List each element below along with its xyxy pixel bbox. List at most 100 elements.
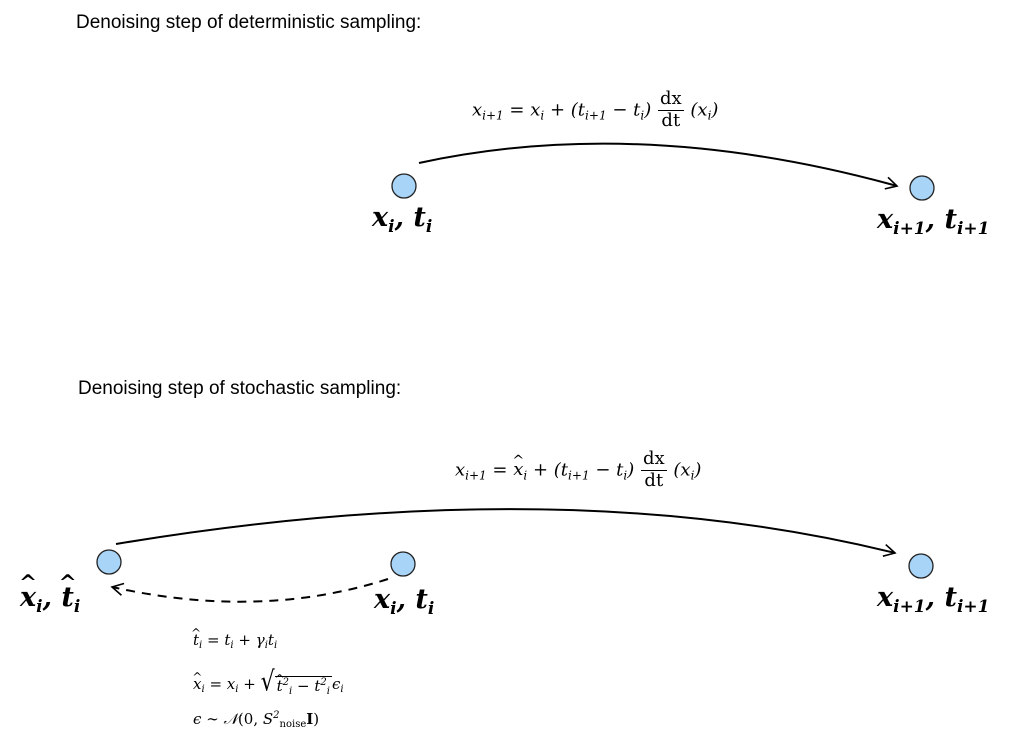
stochastic-hat-label: xi, ti bbox=[20, 582, 80, 616]
eq-operator: + bbox=[238, 631, 251, 649]
eq-subscript: i bbox=[199, 640, 203, 651]
eq-symbol: x bbox=[530, 99, 541, 121]
eq-superscript: 2 bbox=[282, 677, 290, 688]
node-var-sub: i bbox=[36, 597, 43, 617]
eq-symbol: ) bbox=[644, 99, 652, 121]
deterministic-start-label: xi, ti bbox=[372, 202, 432, 236]
eq-subscript: i bbox=[273, 640, 278, 651]
node-var: x bbox=[877, 582, 894, 613]
node-var-hat: x bbox=[20, 584, 36, 611]
eq-subscript: noise bbox=[279, 719, 307, 730]
eq-symbol: S bbox=[262, 710, 274, 728]
node-time: t bbox=[415, 584, 428, 615]
normal-distribution-symbol: 𝒩 bbox=[223, 710, 238, 728]
eq-symbol: x bbox=[455, 459, 466, 481]
stochastic-update-arrow bbox=[115, 508, 897, 557]
node-time-sub: i bbox=[427, 599, 435, 619]
eq-operator: ∼ bbox=[206, 710, 219, 728]
eq-symbol-hat: x bbox=[193, 677, 201, 692]
eq-symbol: (0, bbox=[237, 710, 259, 728]
eq-subscript: i bbox=[230, 640, 234, 651]
fraction-numerator: dx bbox=[657, 88, 684, 111]
node-var-sub: i bbox=[390, 599, 397, 619]
eq-symbol: ) bbox=[711, 99, 719, 121]
eq-symbol: ) bbox=[694, 459, 702, 481]
node-var: x bbox=[877, 204, 894, 235]
eq-subscript: i bbox=[201, 684, 205, 695]
derivative-fraction: dx dt bbox=[640, 448, 667, 491]
deterministic-update-equation: xi+1 = xi + (ti+1 − ti) dx dt (xi) bbox=[472, 88, 719, 131]
node-time: t bbox=[944, 204, 957, 235]
eq-symbol-hat-arg: (x bbox=[673, 459, 691, 481]
stochastic-end-node bbox=[908, 553, 934, 579]
deterministic-arrow bbox=[418, 142, 899, 190]
noise-time-equation: ti = ti + γiti bbox=[193, 631, 278, 651]
eq-operator: − bbox=[297, 677, 310, 695]
deterministic-start-node bbox=[391, 173, 417, 199]
eq-symbol: γ bbox=[255, 631, 265, 649]
node-var: x bbox=[374, 584, 391, 615]
stochastic-start-node bbox=[390, 551, 416, 577]
noise-sample-equation: xi = xi + √ t2i − t2i ϵi bbox=[193, 666, 344, 698]
eq-subscript: i bbox=[264, 640, 268, 651]
node-time-sub: i+1 bbox=[956, 219, 990, 239]
deterministic-end-label: xi+1, ti+1 bbox=[877, 204, 989, 238]
identity-symbol: I bbox=[306, 710, 314, 728]
eq-symbol: (t bbox=[553, 459, 569, 481]
eq-symbol: (t bbox=[570, 99, 586, 121]
eq-symbol: (x bbox=[690, 99, 708, 121]
eq-symbol: t bbox=[224, 631, 231, 649]
node-var-sub: i+1 bbox=[893, 219, 926, 239]
eq-superscript: 2 bbox=[320, 677, 327, 688]
noise-distribution-equation: ϵ ∼ 𝒩(0, S2noiseI) bbox=[193, 710, 320, 730]
node-var: x bbox=[372, 202, 389, 233]
eq-subscript: i+1 bbox=[482, 108, 504, 123]
eq-subscript: i+1 bbox=[585, 108, 607, 123]
deterministic-heading: Denoising step of deterministic sampling… bbox=[76, 12, 422, 33]
eq-symbol: − t bbox=[612, 99, 641, 121]
eq-symbol-hat: x bbox=[513, 461, 523, 479]
node-sep: , bbox=[925, 204, 936, 235]
eq-subscript: i bbox=[235, 684, 239, 695]
eq-operator: + bbox=[243, 675, 256, 693]
eq-subscript: i bbox=[640, 108, 645, 123]
eq-symbol: x bbox=[472, 99, 483, 121]
eq-subscript: i bbox=[707, 108, 712, 123]
eq-symbol: ) bbox=[313, 710, 320, 728]
node-var-sub: i+1 bbox=[893, 597, 926, 617]
node-time-sub: i bbox=[73, 597, 81, 617]
eq-subscript: i+1 bbox=[465, 468, 487, 483]
eq-superscript: 2 bbox=[273, 710, 280, 721]
node-sep: , bbox=[396, 584, 406, 615]
eq-subscript: i bbox=[690, 468, 695, 483]
stochastic-start-label: xi, ti bbox=[374, 584, 434, 618]
sqrt-icon: √ bbox=[260, 666, 275, 698]
eq-symbol-hat: t bbox=[277, 679, 283, 694]
node-time-hat: t bbox=[61, 584, 73, 611]
derivative-fraction: dx dt bbox=[657, 88, 684, 131]
eq-symbol: ϵ bbox=[332, 675, 341, 693]
fraction-denominator: dt bbox=[644, 469, 664, 491]
node-time-sub: i+1 bbox=[956, 597, 990, 617]
eq-symbol: − t bbox=[595, 459, 624, 481]
stochastic-heading: Denoising step of stochastic sampling: bbox=[78, 378, 402, 399]
eq-symbol: ) bbox=[627, 459, 635, 481]
fraction-numerator: dx bbox=[640, 448, 667, 471]
node-sep: , bbox=[925, 582, 936, 613]
eq-symbol: ϵ bbox=[193, 710, 202, 728]
stochastic-hat-node bbox=[96, 549, 122, 575]
eq-symbol: x bbox=[226, 675, 236, 693]
eq-subscript: i bbox=[523, 468, 528, 483]
node-sep: , bbox=[42, 582, 52, 613]
fraction-denominator: dt bbox=[661, 109, 681, 131]
eq-subscript: i bbox=[340, 684, 344, 695]
eq-subscript: i bbox=[540, 108, 545, 123]
stochastic-update-equation: xi+1 = xi + (ti+1 − ti) dx dt (xi) bbox=[455, 448, 702, 491]
node-time: t bbox=[413, 202, 426, 233]
eq-subscript: i bbox=[289, 686, 293, 697]
eq-subscript: i bbox=[623, 468, 628, 483]
eq-subscript: i+1 bbox=[568, 468, 590, 483]
node-var-sub: i bbox=[388, 217, 395, 237]
node-time: t bbox=[944, 582, 957, 613]
